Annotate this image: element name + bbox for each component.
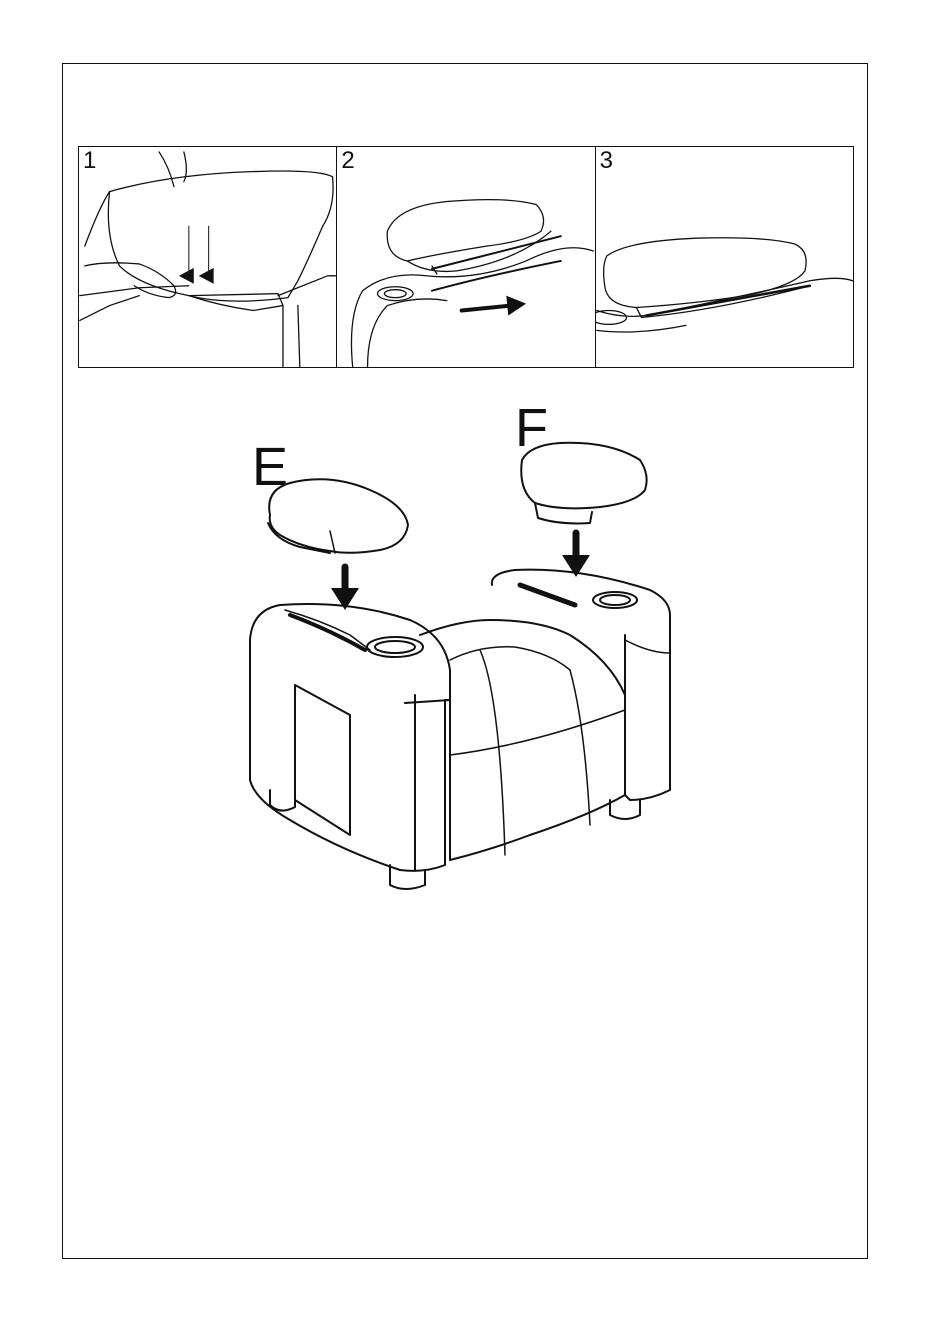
seat-body — [420, 620, 625, 860]
step-panel-1: 1 — [79, 147, 337, 367]
step-number-1: 1 — [83, 149, 96, 173]
step-strip: 1 2 — [78, 146, 854, 368]
pillow-f — [521, 443, 646, 524]
step-panel-3: 3 — [596, 147, 853, 367]
step-3-illustration — [596, 147, 853, 367]
step-1-illustration — [79, 147, 336, 367]
step-number-3: 3 — [600, 149, 613, 173]
left-armrest — [250, 604, 450, 889]
step-number-2: 2 — [341, 149, 354, 173]
step-2-illustration — [337, 147, 594, 367]
pillow-e — [268, 479, 408, 553]
step-panel-2: 2 — [337, 147, 595, 367]
chair-assembly-illustration — [230, 395, 690, 895]
right-armrest — [492, 570, 670, 819]
